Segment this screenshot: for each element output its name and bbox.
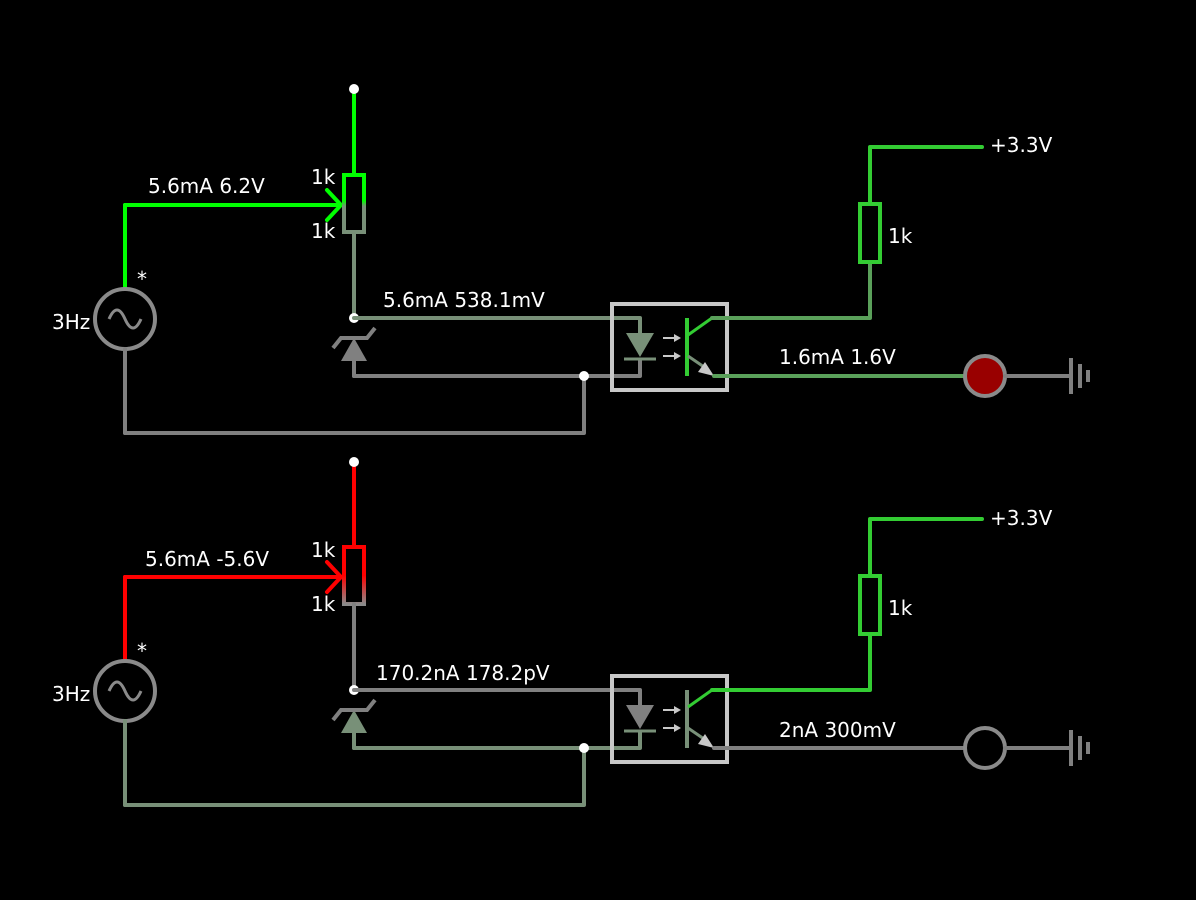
pot-bottom-label: 1k — [311, 592, 336, 616]
source-marker: * — [137, 639, 147, 663]
source-frequency-label: 3Hz — [52, 310, 90, 334]
collector-wire-bottom[interactable] — [710, 632, 872, 692]
source-wire-label: 5.6mA -5.6V — [145, 547, 269, 571]
source-marker: * — [137, 267, 147, 291]
light-arrows-icon — [663, 334, 681, 360]
optocoupler-top[interactable] — [610, 302, 729, 392]
led-indicator-top[interactable] — [963, 354, 1007, 398]
source-wire-bottom[interactable] — [123, 560, 343, 594]
pot-top-label: 1k — [311, 165, 336, 189]
zener-wire-label: 170.2nA 178.2pV — [376, 661, 550, 685]
ac-source-top[interactable] — [93, 203, 157, 435]
light-arrows-icon — [663, 706, 681, 732]
supply-label: +3.3V — [990, 133, 1053, 157]
return-wire-top[interactable] — [123, 358, 642, 435]
zener-wire-top[interactable] — [352, 316, 642, 335]
return-wire-bottom[interactable] — [123, 730, 642, 807]
ground-icon — [1003, 730, 1090, 766]
supply-label: +3.3V — [990, 506, 1053, 530]
zener-diode-bottom[interactable] — [331, 685, 377, 750]
circuit-top: 3Hz * 5.6mA 6.2V 1k 1k 5.6mA 538.1mV — [52, 84, 1090, 435]
output-label: 2nA 300mV — [779, 718, 896, 742]
led-indicator-bottom[interactable] — [963, 726, 1007, 770]
zener-wire-bottom[interactable] — [352, 688, 642, 707]
optocoupler-bottom[interactable] — [610, 674, 729, 764]
pullup-label: 1k — [888, 224, 913, 248]
output-label: 1.6mA 1.6V — [779, 345, 896, 369]
pot-top-label: 1k — [311, 538, 336, 562]
circuit-bottom: 3Hz * 5.6mA -5.6V 1k 1k 170.2nA 178.2pV — [52, 457, 1090, 807]
pullup-label: 1k — [888, 596, 913, 620]
ac-source-bottom[interactable] — [93, 575, 157, 807]
pullup-resistor-top[interactable] — [858, 145, 984, 264]
zener-wire-label: 5.6mA 538.1mV — [383, 288, 545, 312]
collector-wire-top[interactable] — [710, 260, 872, 320]
pullup-resistor-bottom[interactable] — [858, 517, 984, 636]
ground-icon — [1003, 358, 1090, 394]
zener-diode-top[interactable] — [331, 313, 377, 378]
potentiometer-bottom[interactable] — [342, 457, 366, 692]
pot-bottom-label: 1k — [311, 219, 336, 243]
source-wire-top[interactable] — [123, 188, 343, 222]
potentiometer-top[interactable] — [342, 84, 366, 320]
source-frequency-label: 3Hz — [52, 682, 90, 706]
source-wire-label: 5.6mA 6.2V — [148, 174, 265, 198]
